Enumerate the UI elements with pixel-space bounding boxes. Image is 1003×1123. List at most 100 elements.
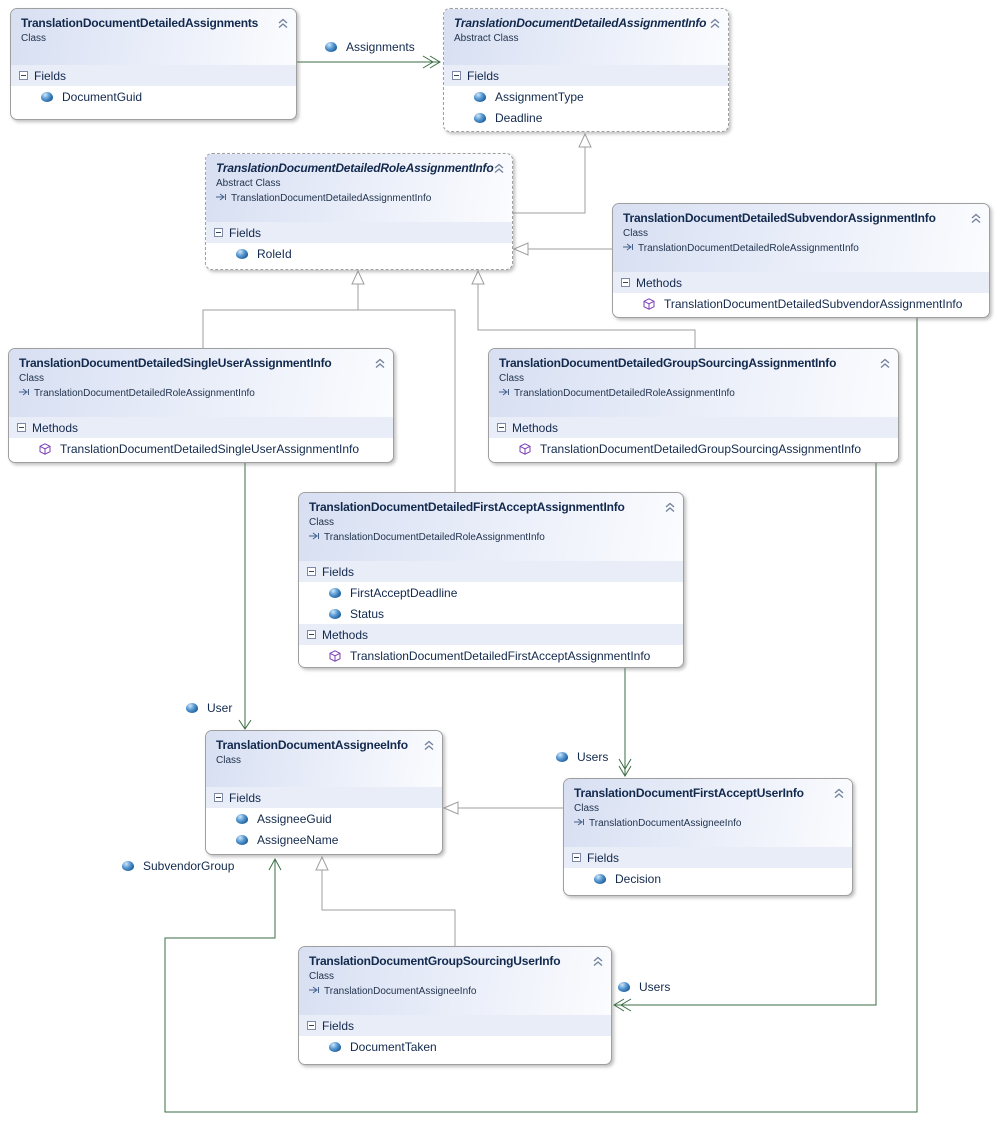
collapse-chevron-icon[interactable]: [374, 356, 386, 369]
collapse-minus-icon[interactable]: [214, 793, 223, 802]
association-label-user[interactable]: User: [186, 701, 232, 715]
collapse-minus-icon[interactable]: [452, 71, 461, 80]
class-header: TranslationDocumentDetailedFirstAcceptAs…: [299, 493, 683, 561]
base-class-name: TranslationDocumentDetailedRoleAssignmen…: [34, 388, 255, 399]
member-row[interactable]: TranslationDocumentDetailedSingleUserAss…: [9, 438, 393, 459]
association-label-subvendor-group[interactable]: SubvendorGroup: [122, 859, 234, 873]
base-class-line: TranslationDocumentAssigneeInfo: [574, 818, 844, 829]
collapse-chevron-icon[interactable]: [879, 356, 891, 369]
section-header-fields[interactable]: Fields: [206, 222, 512, 243]
member-row[interactable]: AssignmentType: [444, 86, 728, 107]
member-row[interactable]: DocumentTaken: [299, 1036, 611, 1057]
property-icon: [556, 752, 568, 762]
association-label-users-group-sourcing[interactable]: Users: [618, 980, 670, 994]
class-title: TranslationDocumentDetailedAssignmentInf…: [454, 16, 707, 30]
property-icon: [122, 861, 134, 871]
collapse-minus-icon[interactable]: [19, 71, 28, 80]
class-box-first-accept-user-info[interactable]: TranslationDocumentFirstAcceptUserInfo C…: [563, 778, 853, 896]
inherits-arrow-icon: [216, 193, 227, 204]
class-box-assignee-info[interactable]: TranslationDocumentAssigneeInfo Class Fi…: [205, 730, 443, 855]
class-box-detailed-subvendor-assignment-info[interactable]: TranslationDocumentDetailedSubvendorAssi…: [612, 203, 990, 318]
member-row[interactable]: DocumentGuid: [11, 86, 296, 107]
field-icon: [236, 248, 248, 259]
association-user[interactable]: [238, 463, 252, 730]
section-header-fields[interactable]: Fields: [11, 65, 296, 86]
collapse-minus-icon[interactable]: [621, 278, 630, 287]
class-kind: Class: [623, 228, 649, 239]
association-users-first-accept[interactable]: [618, 668, 632, 777]
collapse-minus-icon[interactable]: [307, 567, 316, 576]
association-assignments[interactable]: [297, 55, 441, 69]
method-icon: [643, 297, 655, 310]
class-title: TranslationDocumentDetailedFirstAcceptAs…: [309, 500, 625, 514]
class-header: TranslationDocumentDetailedRoleAssignmen…: [206, 154, 512, 222]
collapse-chevron-icon[interactable]: [709, 16, 721, 29]
inherits-arrow-icon: [19, 388, 30, 399]
member-name: AssigneeGuid: [257, 811, 332, 826]
class-header: TranslationDocumentDetailedAssignments C…: [11, 9, 296, 65]
member-row[interactable]: TranslationDocumentDetailedFirstAcceptAs…: [299, 645, 683, 666]
collapse-chevron-icon[interactable]: [664, 500, 676, 513]
class-box-detailed-assignment-info[interactable]: TranslationDocumentDetailedAssignmentInf…: [443, 8, 729, 132]
collapse-minus-icon[interactable]: [307, 1021, 316, 1030]
class-box-detailed-role-assignment-info[interactable]: TranslationDocumentDetailedRoleAssignmen…: [205, 153, 513, 270]
class-header: TranslationDocumentAssigneeInfo Class: [206, 731, 442, 787]
association-label-text: User: [207, 701, 233, 715]
member-row[interactable]: FirstAcceptDeadline: [299, 582, 683, 603]
section-header-methods[interactable]: Methods: [299, 624, 683, 645]
member-row[interactable]: AssigneeName: [206, 829, 442, 850]
section-header-fields[interactable]: Fields: [299, 561, 683, 582]
class-header: TranslationDocumentDetailedAssignmentInf…: [444, 9, 728, 65]
section-header-methods[interactable]: Methods: [489, 417, 898, 438]
inheritance-groupsourcinguser-to-assignee[interactable]: [315, 855, 456, 946]
association-users-group-sourcing[interactable]: [613, 463, 877, 1012]
class-title: TranslationDocumentDetailedGroupSourcing…: [499, 356, 837, 370]
inheritance-subvendor-to-role[interactable]: [512, 242, 612, 256]
association-label-users-first-accept[interactable]: Users: [556, 750, 608, 764]
member-name: TranslationDocumentDetailedFirstAcceptAs…: [350, 648, 651, 663]
collapse-minus-icon[interactable]: [307, 630, 316, 639]
collapse-chevron-icon[interactable]: [592, 954, 604, 967]
association-label-assignments[interactable]: Assignments: [325, 40, 415, 54]
collapse-chevron-icon[interactable]: [277, 16, 289, 29]
class-box-detailed-first-accept-assignment-info[interactable]: TranslationDocumentDetailedFirstAcceptAs…: [298, 492, 684, 668]
inheritance-groupsourcing-to-role[interactable]: [471, 269, 696, 348]
association-subvendor-group[interactable]: [164, 318, 918, 1113]
member-row[interactable]: TranslationDocumentDetailedSubvendorAssi…: [613, 293, 989, 314]
section-header-fields[interactable]: Fields: [299, 1015, 611, 1036]
section-header-fields[interactable]: Fields: [564, 847, 852, 868]
section-header-fields[interactable]: Fields: [206, 787, 442, 808]
inheritance-singleuser-firstaccept-to-role[interactable]: [202, 269, 456, 492]
member-row[interactable]: Deadline: [444, 107, 728, 128]
section-header-methods[interactable]: Methods: [9, 417, 393, 438]
inherits-arrow-icon: [574, 818, 585, 829]
class-box-detailed-assignments[interactable]: TranslationDocumentDetailedAssignments C…: [10, 8, 297, 120]
member-row[interactable]: Decision: [564, 868, 852, 889]
member-row[interactable]: Status: [299, 603, 683, 624]
member-name: Deadline: [495, 110, 543, 125]
section-header-fields[interactable]: Fields: [444, 65, 728, 86]
collapse-chevron-icon[interactable]: [423, 738, 435, 751]
collapse-minus-icon[interactable]: [497, 423, 506, 432]
inheritance-role-to-assignmentinfo[interactable]: [513, 132, 592, 214]
class-box-group-sourcing-user-info[interactable]: TranslationDocumentGroupSourcingUserInfo…: [298, 946, 612, 1065]
member-row[interactable]: RoleId: [206, 243, 512, 264]
collapse-minus-icon[interactable]: [572, 853, 581, 862]
collapse-chevron-icon[interactable]: [493, 161, 505, 174]
class-box-detailed-single-user-assignment-info[interactable]: TranslationDocumentDetailedSingleUserAss…: [8, 348, 394, 463]
section-header-methods[interactable]: Methods: [613, 272, 989, 293]
member-name: FirstAcceptDeadline: [350, 585, 458, 600]
member-row[interactable]: TranslationDocumentDetailedGroupSourcing…: [489, 438, 898, 459]
collapse-minus-icon[interactable]: [214, 228, 223, 237]
class-kind: Abstract Class: [454, 33, 519, 44]
collapse-chevron-icon[interactable]: [970, 211, 982, 224]
collapse-chevron-icon[interactable]: [833, 786, 845, 799]
class-kind: Class: [309, 517, 335, 528]
collapse-minus-icon[interactable]: [17, 423, 26, 432]
member-name: DocumentGuid: [62, 89, 143, 104]
class-box-detailed-group-sourcing-assignment-info[interactable]: TranslationDocumentDetailedGroupSourcing…: [488, 348, 899, 463]
inheritance-firstacceptuser-to-assignee[interactable]: [442, 801, 563, 815]
member-row[interactable]: AssigneeGuid: [206, 808, 442, 829]
field-icon: [329, 1041, 341, 1052]
